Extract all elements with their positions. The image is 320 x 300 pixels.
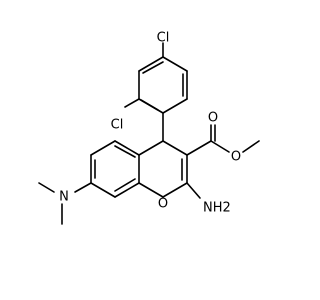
dichlorophenyl-ring [124, 42, 188, 142]
bond [90, 182, 116, 198]
bond [162, 182, 188, 198]
bond [186, 140, 212, 156]
bond [114, 182, 140, 198]
bond [114, 140, 140, 156]
chlorine-atom-label: Cl [157, 31, 170, 46]
amine-bond [186, 182, 201, 199]
molecule-structure-diagram: Cl Cl O O O NH2 N [38, 31, 260, 225]
bond [114, 145, 136, 158]
bond [138, 140, 164, 156]
ring-oxygen-label: O [158, 197, 168, 212]
ester-oxygen-label: O [231, 150, 241, 165]
bond [138, 182, 164, 198]
pyran-ring [138, 140, 188, 198]
benzo-ring [90, 140, 140, 198]
carbonyl-oxygen-label: O [208, 111, 218, 126]
bond [74, 182, 92, 193]
bond [162, 140, 188, 156]
amine-label: NH2 [203, 201, 231, 216]
chlorine-atom-label: Cl [111, 118, 124, 133]
bond [38, 182, 55, 193]
methyl-ester-group [186, 124, 260, 156]
bond [242, 140, 260, 153]
bond [140, 99, 159, 111]
nitrogen-atom-label: N [59, 190, 69, 205]
bond [124, 98, 140, 108]
dimethylamino-group [38, 182, 92, 225]
bond [162, 56, 188, 72]
bond [138, 56, 164, 72]
bond [210, 140, 230, 153]
bond [114, 178, 136, 192]
bond [142, 61, 164, 74]
bond [162, 98, 188, 114]
bond [90, 140, 116, 156]
